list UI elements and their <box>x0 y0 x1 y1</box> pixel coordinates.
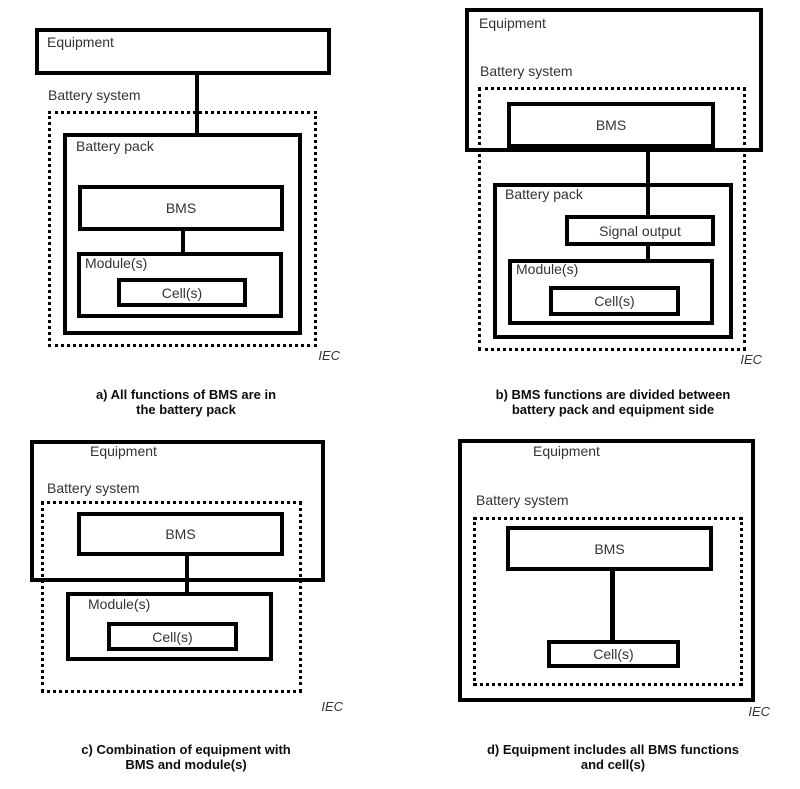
caption-line-2: BMS and module(s) <box>125 757 247 772</box>
bms-label: BMS <box>165 526 196 542</box>
panel-b-caption: b) BMS functions are divided between bat… <box>463 387 763 417</box>
cells-box: Cell(s) <box>547 640 680 668</box>
equipment-box <box>30 440 325 582</box>
battery-pack-label: Battery pack <box>505 186 583 202</box>
caption-line-1: c) Combination of equipment with <box>81 742 291 757</box>
iec-credit: IEC <box>321 699 343 714</box>
connector-signal-output-modules <box>646 244 650 263</box>
bms-box: BMS <box>78 185 284 231</box>
equipment-box <box>35 28 331 75</box>
modules-label: Module(s) <box>85 255 148 271</box>
cells-label: Cell(s) <box>161 284 203 301</box>
panel-a-caption: a) All functions of BMS are in the batte… <box>36 387 336 417</box>
equipment-label: Equipment <box>47 34 114 50</box>
caption-line-2: battery pack and equipment side <box>511 402 715 417</box>
connector-bms-modules <box>185 554 189 596</box>
cells-box: Cell(s) <box>549 286 680 316</box>
modules-label: Module(s) <box>516 261 579 277</box>
cells-label: Cell(s) <box>593 646 634 662</box>
battery-system-label: Battery system <box>48 87 141 103</box>
connector-bms-modules <box>181 229 185 256</box>
battery-system-label: Battery system <box>480 63 573 79</box>
battery-pack-label: Battery pack <box>76 138 154 154</box>
caption-line-2: the battery pack <box>136 402 236 417</box>
signal-output-label: Signal output <box>599 222 681 239</box>
bms-label: BMS <box>595 117 627 133</box>
modules-label: Module(s) <box>88 596 151 612</box>
connector-equipment-batterypack <box>195 73 199 137</box>
bms-box: BMS <box>77 512 284 556</box>
panel-c-caption: c) Combination of equipment with BMS and… <box>36 742 336 772</box>
bms-label: BMS <box>165 200 197 216</box>
battery-system-outline <box>478 87 746 351</box>
panel-d-caption: d) Equipment includes all BMS functions … <box>463 742 763 772</box>
signal-output-box: Signal output <box>565 215 715 246</box>
iec-credit: IEC <box>740 352 762 367</box>
battery-system-outline <box>41 501 302 693</box>
connector-bms-cells <box>610 569 615 644</box>
bms-box: BMS <box>506 526 713 571</box>
caption-line-1: b) BMS functions are divided between <box>495 387 731 402</box>
equipment-label: Equipment <box>533 443 600 459</box>
battery-system-label: Battery system <box>47 480 140 496</box>
battery-system-outline <box>473 517 743 686</box>
equipment-label: Equipment <box>90 443 157 459</box>
cells-box: Cell(s) <box>117 278 247 307</box>
cells-label: Cell(s) <box>594 293 635 309</box>
bms-label: BMS <box>594 540 625 557</box>
bms-box: BMS <box>507 102 715 148</box>
equipment-label: Equipment <box>479 15 546 31</box>
cells-label: Cell(s) <box>152 628 193 645</box>
caption-line-1: d) Equipment includes all BMS functions <box>486 742 740 757</box>
battery-system-label: Battery system <box>476 492 569 508</box>
caption-line-1: a) All functions of BMS are in <box>95 387 277 402</box>
cells-box: Cell(s) <box>107 622 238 651</box>
connector-bms-signal-output <box>646 146 650 219</box>
iec-credit: IEC <box>748 704 770 719</box>
iec-credit: IEC <box>318 348 340 363</box>
battery-system-outline <box>48 111 317 347</box>
caption-line-2: and cell(s) <box>580 757 646 772</box>
